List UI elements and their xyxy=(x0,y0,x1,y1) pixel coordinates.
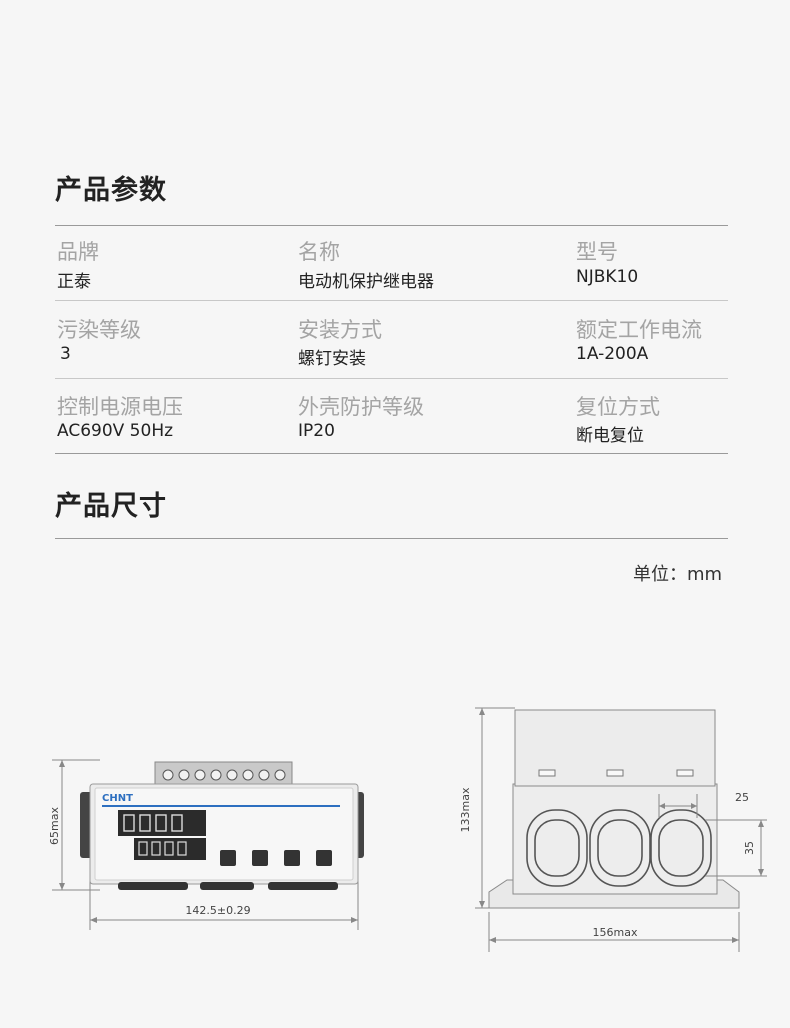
side-dim-hole-height: 35 xyxy=(743,841,756,855)
front-view-drawing: 65max 142.5±0.29 CHNT xyxy=(48,759,364,930)
param-value-voltage: AC690V 50Hz xyxy=(57,421,174,441)
param-value-model: NJBK10 xyxy=(576,267,639,287)
param-label-pollution: 污染等级 xyxy=(57,318,141,342)
front-dim-width: 142.5±0.29 xyxy=(185,904,250,917)
front-dim-height: 65max xyxy=(48,807,61,845)
param-value-pollution: 3 xyxy=(60,344,71,364)
params-row-divider xyxy=(55,300,728,301)
side-dim-width: 156max xyxy=(593,926,638,939)
size-section-title: 产品尺寸 xyxy=(55,491,167,522)
side-dim-height: 133max xyxy=(459,787,472,832)
params-top-rule xyxy=(55,225,728,226)
size-top-rule xyxy=(55,538,728,539)
param-value-brand: 正泰 xyxy=(57,272,91,292)
param-label-protection: 外壳防护等级 xyxy=(298,395,424,419)
side-view-drawing: 133max 156max 25 35 xyxy=(459,707,767,952)
front-brand-logo: CHNT xyxy=(102,793,133,804)
param-label-voltage: 控制电源电压 xyxy=(57,395,183,419)
params-bottom-rule xyxy=(55,453,728,454)
param-label-current: 额定工作电流 xyxy=(576,318,702,342)
param-label-brand: 品牌 xyxy=(57,240,99,264)
param-value-mounting: 螺钉安装 xyxy=(298,349,366,369)
param-value-current: 1A-200A xyxy=(576,344,649,364)
param-value-name: 电动机保护继电器 xyxy=(298,272,434,292)
param-label-reset: 复位方式 xyxy=(576,395,660,419)
params-row-divider xyxy=(55,378,728,379)
side-dim-hole-width: 25 xyxy=(735,791,749,804)
param-label-model: 型号 xyxy=(576,240,618,264)
param-label-mounting: 安装方式 xyxy=(298,318,382,342)
param-label-name: 名称 xyxy=(298,240,340,264)
param-value-reset: 断电复位 xyxy=(576,426,644,446)
unit-label: 单位：mm xyxy=(633,564,723,585)
params-section-title: 产品参数 xyxy=(55,175,167,206)
param-value-protection: IP20 xyxy=(298,421,335,441)
